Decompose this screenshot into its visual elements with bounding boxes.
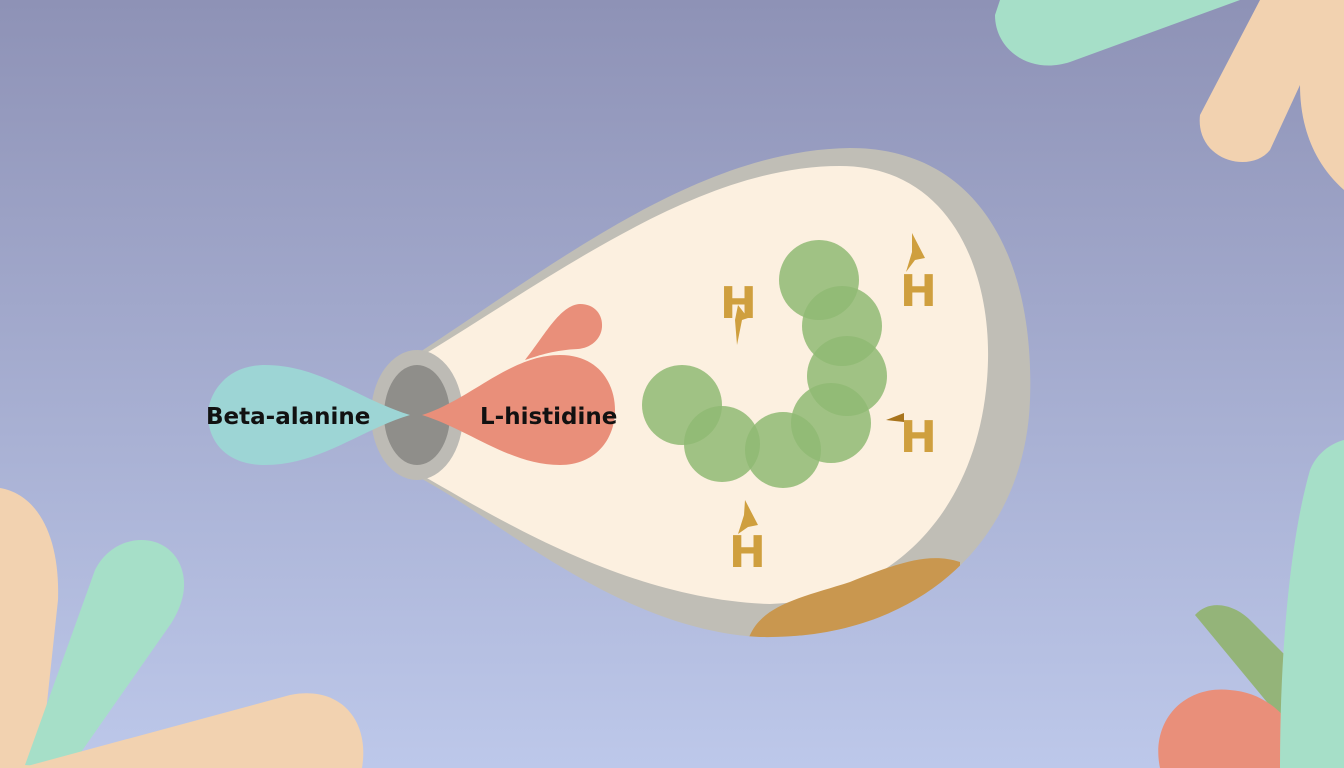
l-histidine-label: L-histidine (480, 404, 617, 430)
hydrogen-2: H (900, 266, 937, 317)
bolt-icon (886, 413, 904, 422)
bolt-icon (906, 233, 925, 272)
small-histidine-drop (525, 304, 603, 360)
beta-alanine-label: Beta-alanine (206, 404, 370, 430)
corner-decor-bottom-left (0, 488, 364, 768)
corner-decor-bottom-right (1158, 440, 1344, 768)
hydrogen-4: H (729, 527, 766, 578)
l-histidine-drop (422, 355, 615, 465)
bolt-icon (738, 500, 758, 534)
bolt-icon (735, 305, 748, 345)
carnosine-chain (642, 240, 887, 488)
hydrogen-3: H (900, 412, 937, 463)
channel-pore (371, 350, 463, 480)
beta-alanine-drop (208, 365, 410, 465)
corner-decor-top-right (995, 0, 1344, 190)
